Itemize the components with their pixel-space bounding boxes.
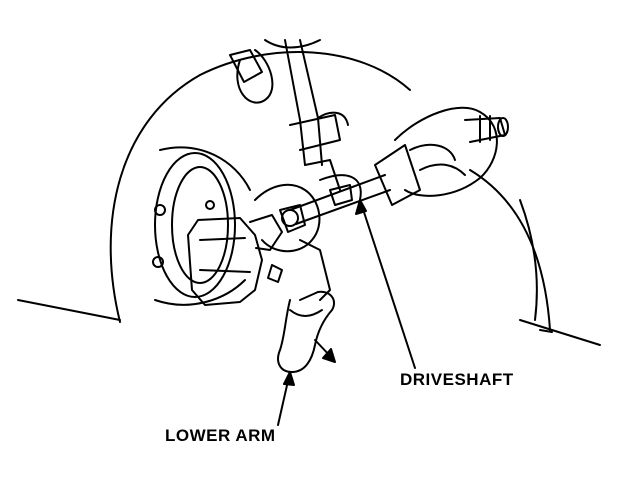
strut-assembly (229, 39, 349, 191)
driveshaft-leader-line (359, 199, 416, 369)
brake-caliper (187, 214, 283, 306)
lower-arm-leader-arrowhead (283, 371, 295, 386)
wheel-well-arch (109, 51, 553, 333)
driveshaft-part (281, 106, 509, 227)
brake-rotor (152, 146, 251, 306)
ground-lines (17, 299, 601, 346)
steering-knuckle (254, 174, 362, 301)
pull-direction-arrow (314, 339, 336, 363)
lower-arm-part (267, 264, 336, 373)
driveshaft-leader-arrowhead (355, 199, 367, 215)
lower-arm-label: LOWER ARM (165, 426, 276, 445)
leader-lines (277, 199, 416, 426)
driveshaft-label: DRIVESHAFT (400, 370, 514, 389)
